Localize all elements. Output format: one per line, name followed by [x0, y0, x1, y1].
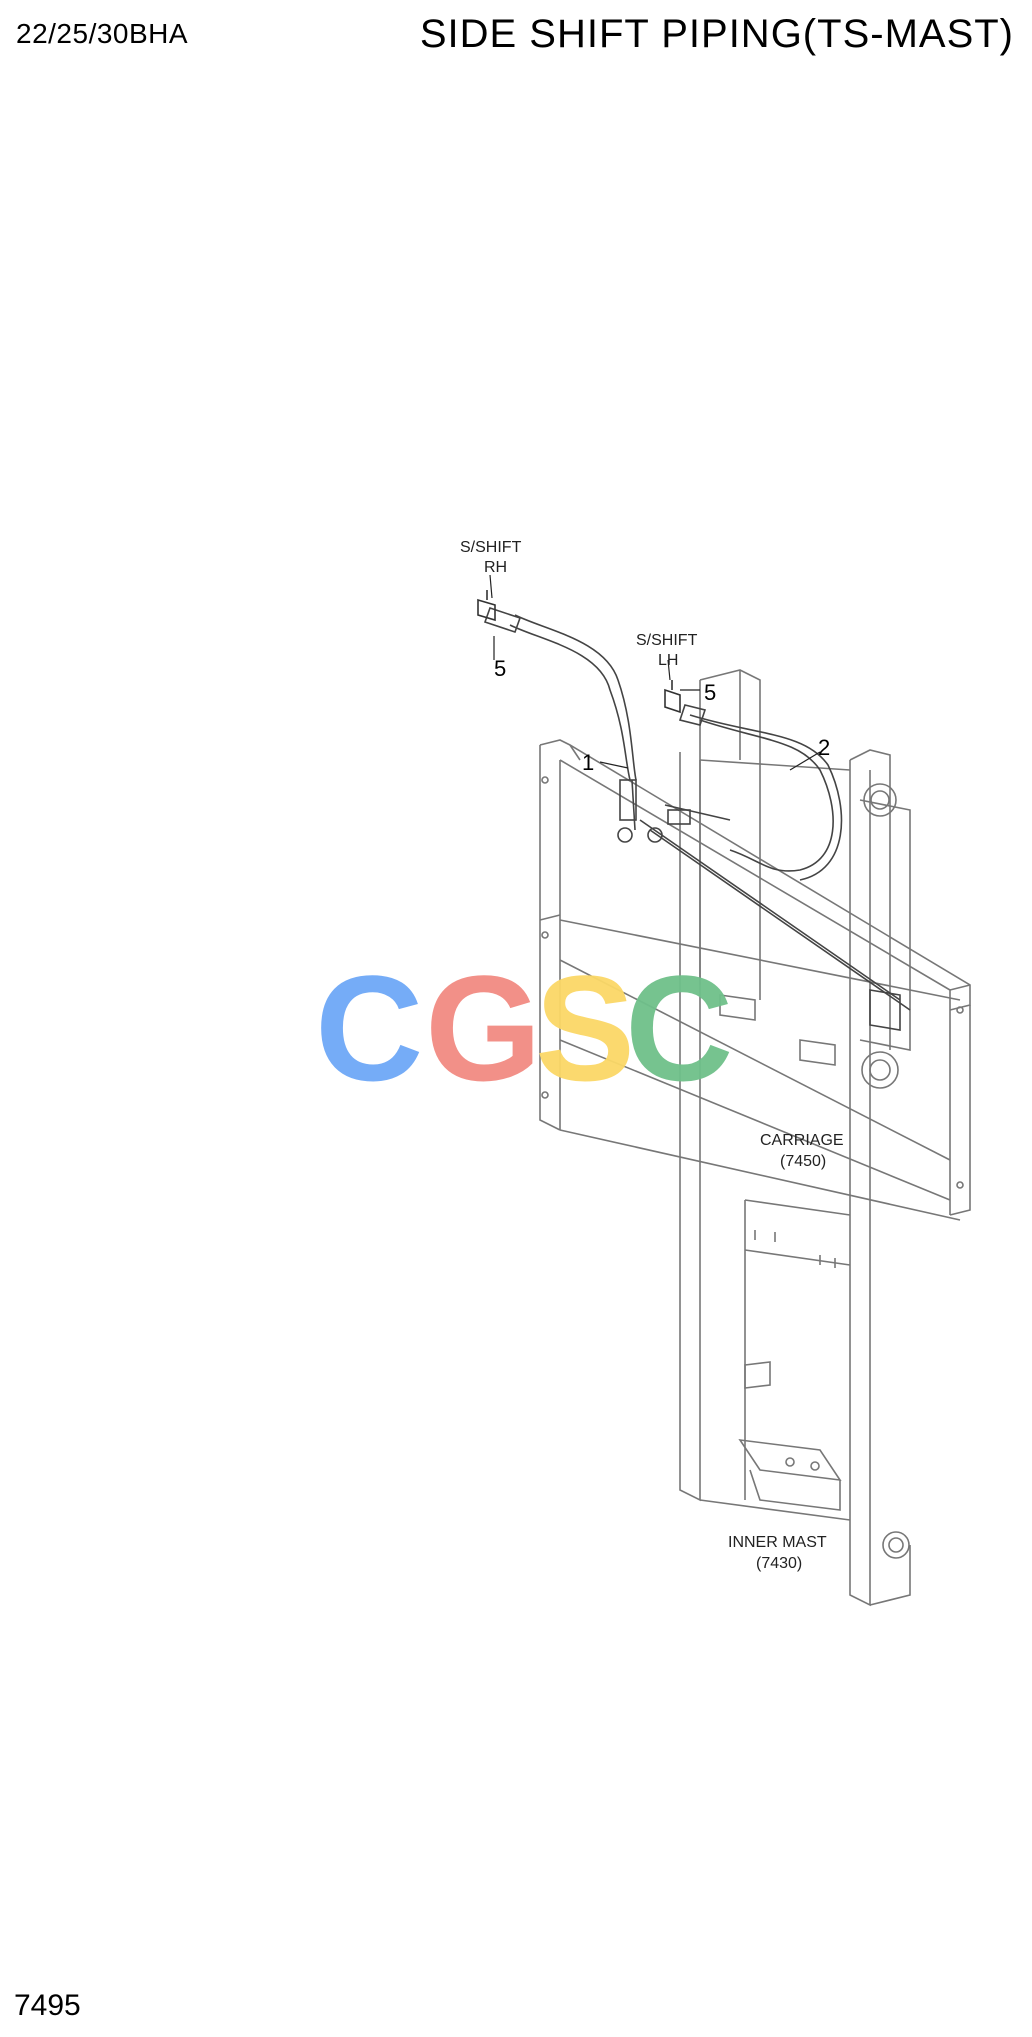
outer-mast — [699, 669, 911, 1089]
watermark-letter-c1: C — [315, 944, 423, 1112]
label-inner-mast-line1: INNER MAST — [728, 1534, 827, 1551]
label-sshift-rh-line1: S/SHIFT — [460, 539, 522, 556]
label-carriage-line1: CARRIAGE — [760, 1132, 844, 1149]
label-inner-mast-line2: (7430) — [756, 1555, 802, 1572]
label-sshift-lh-line2: LH — [658, 652, 678, 669]
carriage — [539, 739, 971, 1221]
callout-5-rh: 5 — [494, 656, 506, 681]
label-carriage-line2: (7450) — [780, 1153, 826, 1170]
page-number: 7495 — [14, 1989, 81, 2022]
callout-5-lh: 5 — [704, 680, 716, 705]
page-title: SIDE SHIFT PIPING(TS-MAST) — [419, 12, 1014, 56]
callout-2: 2 — [818, 735, 830, 760]
fittings — [477, 590, 681, 714]
label-sshift-lh-line1: S/SHIFT — [636, 632, 698, 649]
callout-1: 1 — [582, 750, 594, 775]
watermark-logo: C G S C — [315, 944, 733, 1112]
label-sshift-rh-line2: RH — [484, 559, 507, 576]
watermark-letter-s: S — [535, 944, 635, 1112]
leader-lines — [489, 574, 821, 771]
hose-assembly — [483, 606, 911, 1031]
watermark-letter-c2: C — [625, 944, 733, 1112]
model-code: 22/25/30BHA — [16, 18, 189, 49]
inner-mast — [679, 752, 911, 1607]
watermark-letter-g: G — [425, 944, 542, 1112]
